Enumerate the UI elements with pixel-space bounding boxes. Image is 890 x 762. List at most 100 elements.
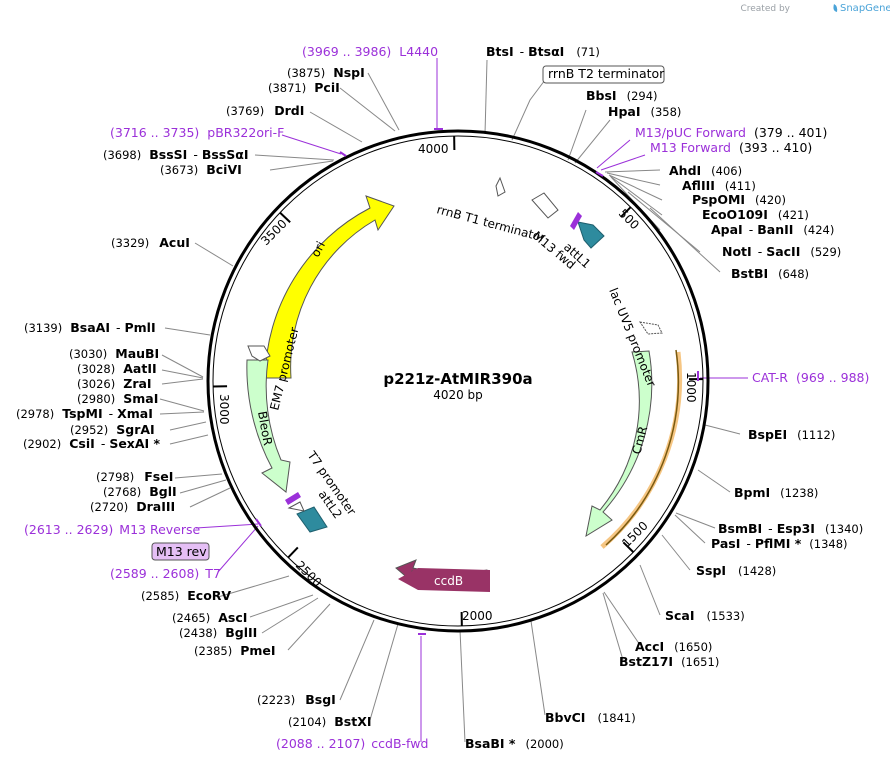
feature-t7-promoter[interactable] [287, 501, 305, 512]
enzyme-name: BsaBI * [465, 736, 516, 751]
svg-text:M13/pUC Forward(379 .. 401): M13/pUC Forward(379 .. 401) [635, 125, 827, 140]
svg-text:(2585)EcoRV: (2585)EcoRV [141, 588, 231, 603]
plasmid-length: 4020 bp [433, 388, 483, 402]
primer-range: (2589 .. 2608) [110, 566, 199, 581]
svg-text:(2223)BsgI: (2223)BsgI [257, 692, 336, 707]
enzyme-name2: BtsαI [528, 44, 564, 59]
svg-text:(3698)BssSI-BssSαI: (3698)BssSI-BssSαI [103, 147, 248, 162]
enzyme-pos: (1112) [797, 428, 835, 442]
enzyme-pos: (3871) [268, 81, 306, 95]
enzyme-name2: PflMI * [755, 536, 802, 551]
enzyme-name: MauBI [115, 346, 159, 361]
enzyme-pos: (3139) [24, 321, 62, 335]
svg-text:BsmBI-Esp3I(1340): BsmBI-Esp3I(1340) [718, 521, 863, 536]
enzyme-pos: (406) [711, 164, 742, 178]
enzyme-name: ApaI [711, 222, 743, 237]
feature-cmr[interactable] [585, 350, 653, 538]
brand-created-by: Created by [740, 4, 790, 14]
svg-text:BspEI(1112): BspEI(1112) [748, 427, 835, 442]
backbone-outer [206, 129, 710, 633]
m13-rev-box [151, 542, 210, 561]
enzyme-name: PasI [711, 536, 740, 551]
svg-text:(3329)AcuI: (3329)AcuI [111, 235, 190, 250]
primer-range: (3716 .. 3735) [110, 125, 199, 140]
primer-name: pBR322ori-F [207, 125, 284, 140]
label-lacuv5: lac UV5 promoter [606, 286, 658, 389]
enzyme-name: AflIII [682, 178, 715, 193]
svg-text:HpaI(358): HpaI(358) [608, 104, 681, 119]
enzyme-pos: (294) [627, 89, 658, 103]
svg-text:(2980)SmaI: (2980)SmaI [77, 391, 158, 406]
enzyme-pos: (2223) [257, 693, 295, 707]
enzyme-name: BtsI [486, 44, 514, 59]
snapgene-leaf-icon [833, 4, 838, 12]
svg-text:BstBI(648): BstBI(648) [731, 266, 809, 281]
feature-bleor-label: BleoR [255, 410, 275, 447]
feature-ccdb-body [398, 568, 490, 592]
primer-range: (379 .. 401) [754, 125, 827, 140]
enzyme-pos: (3030) [69, 347, 107, 361]
svg-text:PspOMI(420): PspOMI(420) [692, 192, 786, 207]
enzyme-pos: (71) [576, 45, 600, 59]
svg-text:CAT-R(969 .. 988): CAT-R(969 .. 988) [752, 370, 869, 385]
enzyme-pos: (2104) [288, 715, 326, 729]
enzyme-pos: (1651) [681, 655, 719, 669]
svg-text:ApaI-BanII(424): ApaI-BanII(424) [711, 222, 834, 237]
enzyme-name: BciVI [206, 162, 242, 177]
feature-rrnb-t1[interactable] [531, 192, 559, 219]
enzyme-pos: (1841) [597, 711, 635, 725]
enzyme-name: BbsI [586, 88, 617, 103]
svg-text:AflIII(411): AflIII(411) [682, 178, 756, 193]
svg-text:BsaBI *(2000): BsaBI * (2000) [465, 736, 564, 751]
feature-attl1[interactable] [577, 221, 605, 249]
svg-text:(2589 .. 2608)T7: (2589 .. 2608)T7 [110, 566, 221, 581]
enzyme-pos: (2000) [525, 737, 563, 751]
primer-leaders [195, 58, 748, 742]
enzyme-pos: (424) [803, 223, 834, 237]
enzyme-name: NotI [722, 244, 752, 259]
enzyme-pos: (421) [778, 208, 809, 222]
enzyme-pos: (1348) [809, 537, 847, 551]
plasmid-name: p221z-AtMIR390a [383, 370, 532, 388]
enzyme-name: DraIII [136, 499, 175, 514]
svg-text:(3673)BciVI: (3673)BciVI [160, 162, 242, 177]
enzyme-name2: SexAI * [109, 436, 160, 451]
svg-text:(2978)TspMI-XmaI: (2978)TspMI-XmaI [16, 406, 153, 421]
enzyme-name2: SacII [766, 244, 800, 259]
enzyme-name: PciI [314, 80, 340, 95]
primer-name: M13 Forward [650, 140, 731, 155]
brand-name: SnapGene [840, 3, 890, 14]
svg-text:BtsI-BtsαI(71): BtsI-BtsαI(71) [486, 44, 600, 59]
svg-text:AccI(1650): AccI(1650) [635, 639, 712, 654]
enzyme-name: BsaAI [70, 320, 110, 335]
enzyme-pos: (3769) [226, 104, 264, 118]
svg-text:(2385)PmeI: (2385)PmeI [194, 643, 276, 658]
feature-em7[interactable] [247, 345, 271, 362]
tick-label-3000: 3000 [217, 394, 231, 425]
enzyme-name: SmaI [123, 391, 158, 406]
tick-label-2000: 2000 [462, 609, 493, 623]
feature-m13-fwd-mark [570, 212, 582, 230]
rrnb-t2-box [542, 65, 665, 84]
feature-attl2[interactable] [296, 506, 328, 533]
svg-text:BbvCI(1841): BbvCI(1841) [545, 710, 636, 725]
enzyme-name: BstXI [334, 714, 371, 729]
enzyme-name2: BanII [757, 222, 793, 237]
enzyme-labels: BtsI-BtsαI(71) BbsI(294) HpaI(358) AhdI(… [16, 44, 863, 751]
enzyme-name: EcoO109I [702, 207, 768, 222]
enzyme-name: DrdI [274, 103, 304, 118]
feature-ori[interactable] [264, 195, 395, 379]
enzyme-name: ZraI [123, 376, 151, 391]
enzyme-pos: (2798) [96, 470, 134, 484]
feature-lacuv5[interactable] [638, 321, 663, 335]
enzyme-name: BglI [149, 484, 176, 499]
feature-rrnb-t2[interactable] [495, 176, 506, 197]
enzyme-name: BssSI [149, 147, 187, 162]
svg-text:ScaI(1533): ScaI(1533) [665, 608, 745, 623]
label-rrnb-t2: rrnB T2 terminator [548, 66, 665, 81]
svg-text:(2613 .. 2629)M13 Reverse: (2613 .. 2629)M13 Reverse [24, 522, 200, 537]
feature-bleor[interactable] [246, 359, 291, 493]
brand: Created by SnapGene [740, 3, 890, 14]
svg-text:M13 Forward(393 .. 410): M13 Forward(393 .. 410) [650, 140, 812, 155]
primer-range: (969 .. 988) [796, 370, 869, 385]
